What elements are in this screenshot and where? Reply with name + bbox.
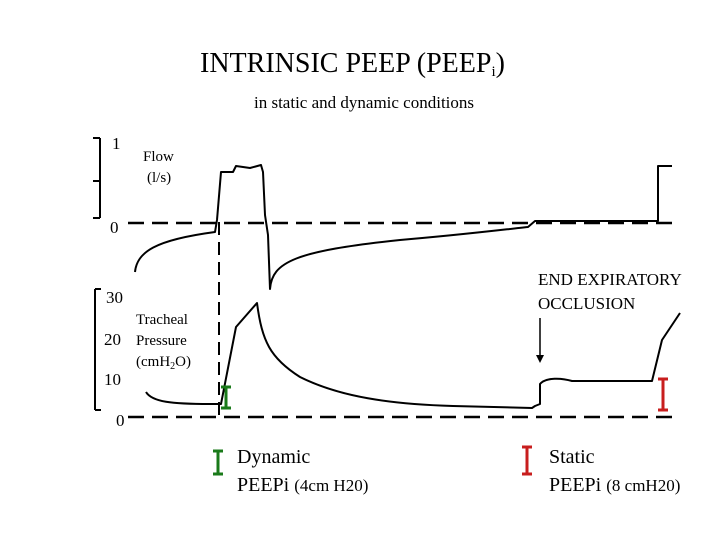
flow-tick-1: 1 xyxy=(112,134,121,153)
legend-static: Static PEEPi (8 cmH20) xyxy=(549,443,680,500)
pressure-tick-30: 30 xyxy=(106,288,123,307)
pressure-label-line1: Tracheal xyxy=(136,312,188,328)
legend-dynamic-value: (4cm H20) xyxy=(294,476,369,495)
title-subscript: i xyxy=(491,64,496,80)
occlusion-arrow-head xyxy=(536,355,544,363)
legend-dynamic-line1: Dynamic xyxy=(237,446,311,468)
legend-dynamic-marker xyxy=(213,449,223,476)
diagram-title: INTRINSIC PEEP (PEEPi) xyxy=(200,48,505,81)
occlusion-annotation: END EXPIRATORY OCCLUSION xyxy=(538,268,682,316)
legend-static-value: (8 cmH20) xyxy=(606,476,681,495)
pressure-tick-0: 0 xyxy=(116,411,125,430)
flow-label-line1: Flow xyxy=(143,149,174,165)
pressure-label-line2: Pressure xyxy=(136,333,187,349)
legend-static-line2: PEEPi xyxy=(549,474,602,496)
pressure-label-line3: (cmH2O) xyxy=(136,354,191,372)
title-main: INTRINSIC PEEP (PEEP xyxy=(200,48,492,79)
legend-dynamic-line2: PEEPi xyxy=(237,474,290,496)
flow-tick-0: 0 xyxy=(110,218,119,237)
flow-label-line2: (l/s) xyxy=(147,170,172,186)
pressure-trace xyxy=(145,302,681,409)
diagram-subtitle: in static and dynamic conditions xyxy=(254,93,475,112)
legend-dynamic: Dynamic PEEPi (4cm H20) xyxy=(237,443,368,500)
pressure-tick-20: 20 xyxy=(104,330,121,349)
occlusion-annotation-line2: OCCLUSION xyxy=(538,294,636,313)
legend-static-line1: Static xyxy=(549,446,595,468)
dynamic-peepi-marker xyxy=(221,385,231,410)
occlusion-annotation-line1: END EXPIRATORY xyxy=(538,270,682,289)
title-close: ) xyxy=(495,48,505,79)
static-peepi-marker xyxy=(658,377,668,412)
flow-trace xyxy=(134,164,672,290)
legend-static-marker xyxy=(522,445,532,476)
pressure-tick-10: 10 xyxy=(104,370,121,389)
